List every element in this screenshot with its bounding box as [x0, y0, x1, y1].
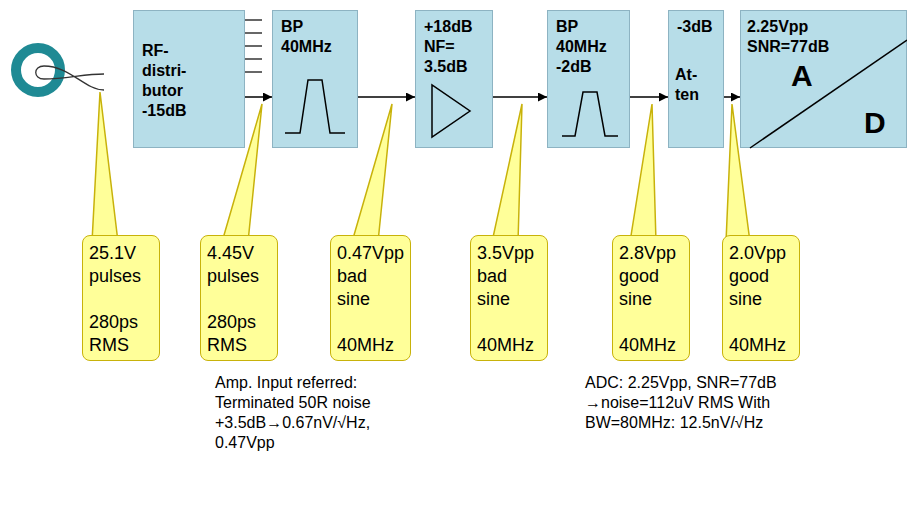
callout-text: 2.8Vpp good sine	[619, 242, 676, 311]
callout-text: 3.5Vpp bad sine	[477, 242, 534, 311]
attenuator-box: -3dB At- ten	[668, 10, 724, 148]
pickup-wire	[36, 66, 104, 90]
box-label: BP 40MHz -2dB	[556, 17, 607, 77]
box-label: D	[864, 106, 886, 140]
toroid-core	[16, 48, 60, 92]
box-label: At- ten	[675, 65, 699, 105]
callout-text: 40MHz	[729, 334, 786, 357]
note-block: Amp. Input referred: Terminated 50R nois…	[215, 373, 387, 453]
callout-text: 280ps RMS	[207, 311, 256, 357]
signal-callout: 2.8Vpp good sine 40MHz	[612, 235, 690, 361]
box-label: +18dB NF= 3.5dB	[424, 17, 472, 77]
box-label: 2.25Vpp SNR=77dB	[747, 17, 829, 57]
filter-box: BP 40MHz -2dB	[547, 10, 630, 148]
signal-callout: 4.45V pulses 280ps RMS	[200, 235, 278, 361]
box-label: A	[791, 59, 813, 93]
distributor-box: RF- distri- butor -15dB	[133, 10, 245, 148]
callout-text: 0.47Vpp bad sine	[337, 242, 404, 311]
signal-callout: 2.0Vpp good sine 40MHz	[722, 235, 800, 361]
note-text: ADC: 2.25Vpp, SNR=77dB →noise=112uV RMS …	[585, 373, 785, 433]
signal-callout: 25.1V pulses 280ps RMS	[82, 235, 160, 361]
adc-box: 2.25Vpp SNR=77dBA D	[740, 10, 907, 148]
callout-text: 2.0Vpp good sine	[729, 242, 786, 311]
callout-text: 40MHz	[477, 334, 534, 357]
callout-text: 25.1V pulses	[89, 242, 141, 288]
box-label: BP 40MHz	[281, 17, 332, 57]
note-block: ADC: 2.25Vpp, SNR=77dB →noise=112uV RMS …	[585, 373, 785, 433]
callout-text: 40MHz	[337, 334, 394, 357]
signal-arrow	[245, 96, 272, 98]
box-label: RF- distri- butor -15dB	[142, 41, 186, 121]
callout-text: 40MHz	[619, 334, 676, 357]
callout-text: 280ps RMS	[89, 311, 138, 357]
signal-arrow	[724, 96, 740, 98]
signal-arrow	[358, 96, 415, 98]
amplifier-box: +18dB NF= 3.5dB	[415, 10, 493, 148]
signal-callout: 0.47Vpp bad sine 40MHz	[330, 235, 411, 361]
distributor-outputs	[245, 20, 262, 72]
filter-box: BP 40MHz	[272, 10, 358, 148]
signal-arrow	[630, 96, 668, 98]
signal-arrow	[493, 96, 547, 98]
box-label: -3dB	[677, 17, 713, 37]
note-text: Amp. Input referred: Terminated 50R nois…	[215, 373, 387, 453]
callout-text: 4.45V pulses	[207, 242, 259, 288]
signal-callout: 3.5Vpp bad sine 40MHz	[470, 235, 548, 361]
